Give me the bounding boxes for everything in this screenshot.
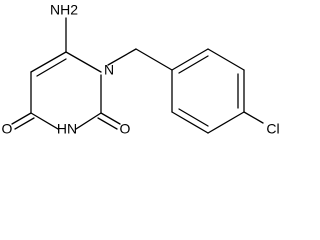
nh-group-label: HN <box>57 121 77 137</box>
chemical-structure-diagram: NH2 N HN O O Cl <box>2 2 280 137</box>
bond-n3-c2 <box>75 112 102 130</box>
bond-ar4-ar5 <box>207 111 245 134</box>
ring-nitrogen-label: N <box>104 62 114 78</box>
bond-ar5-ar6-inner <box>178 108 209 127</box>
bond-c4-o-double <box>14 117 35 130</box>
bond-ar5-ar6 <box>171 111 209 134</box>
carbonyl-oxygen-left-label: O <box>2 121 13 137</box>
bond-c6-c5 <box>30 51 67 73</box>
bond-c2-o-double <box>97 117 118 130</box>
carbonyl-oxygen-right-label: O <box>120 121 131 137</box>
bond-c2-o <box>100 112 121 125</box>
chlorine-label: Cl <box>266 121 279 137</box>
bond-c6-c5-double <box>36 58 67 77</box>
bond-c6-n1 <box>65 51 102 73</box>
bond-ar4-cl <box>243 111 264 124</box>
bond-ar1-ar2 <box>171 48 209 71</box>
bond-ch2-phenyl <box>135 48 173 71</box>
bond-c4-n3 <box>30 112 59 130</box>
bond-c4-o <box>11 112 32 125</box>
bond-ar1-ar2-inner <box>178 55 209 74</box>
amino-group-label: NH2 <box>50 2 78 18</box>
bond-ar2-ar3 <box>207 48 245 71</box>
bond-n1-ch2 <box>107 48 137 66</box>
